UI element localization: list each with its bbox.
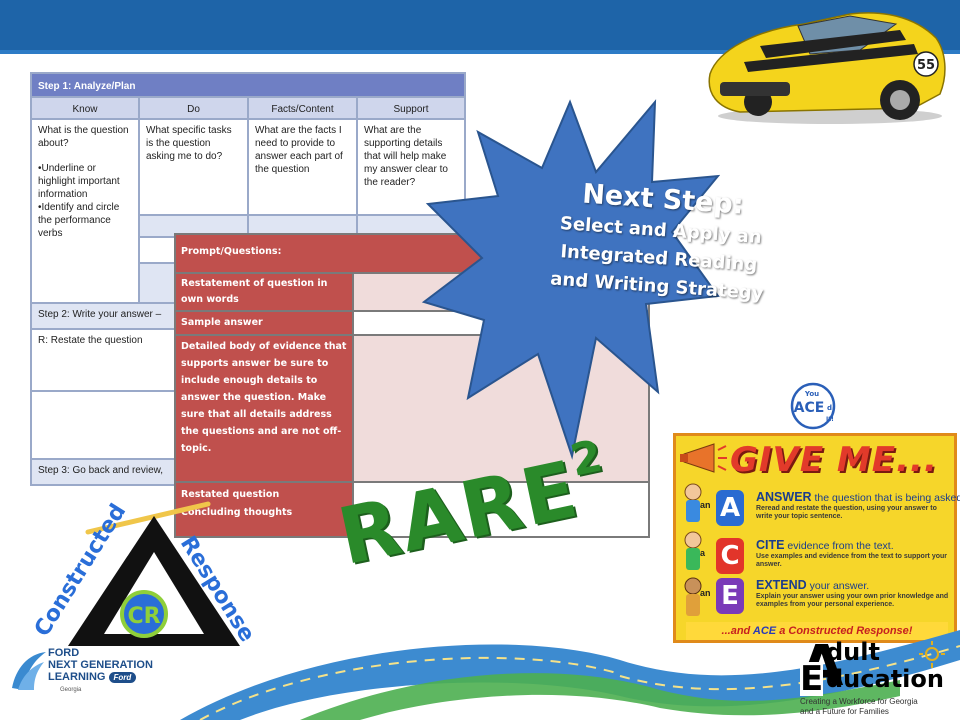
sun-icon bbox=[919, 641, 945, 668]
ae-tagline2: and a Future for Families bbox=[800, 707, 889, 716]
poster-article: a bbox=[700, 548, 706, 558]
adult-education-tagline: Creating a Workforce for Georgia and a F… bbox=[800, 697, 950, 717]
ae-tagline1: Creating a Workforce for Georgia bbox=[800, 697, 918, 706]
cr-badge: CR bbox=[127, 604, 160, 629]
ae-big-e: E bbox=[800, 659, 824, 699]
poster-head: ANSWER the question that is being asked. bbox=[756, 490, 960, 504]
know-bullet-1: •Underline or highlight important inform… bbox=[38, 163, 120, 200]
sticker-d: d bbox=[827, 404, 832, 412]
col-support: Support bbox=[357, 97, 465, 119]
do-cell: What specific tasks is the question aski… bbox=[139, 119, 248, 215]
sample-label: Sample answer bbox=[175, 311, 353, 335]
facts-cell: What are the facts I need to provide to … bbox=[248, 119, 357, 215]
ford-ngl-mark bbox=[12, 652, 46, 690]
poster-letter-e: E bbox=[716, 578, 744, 614]
poster-desc: Use examples and evidence from the text … bbox=[756, 553, 947, 568]
ford-state: Georgia bbox=[60, 687, 82, 693]
kids-illustration bbox=[684, 483, 702, 616]
road-swoosh bbox=[180, 630, 960, 720]
conclusion-label: Restated question Concluding thoughts bbox=[175, 482, 353, 537]
evidence-label: Detailed body of evidence that supports … bbox=[175, 335, 353, 482]
ford-line1: FORD bbox=[48, 647, 80, 659]
constructed-response-logo: CR Constructed Response bbox=[30, 500, 259, 646]
ace-sticker: You ACE d It! bbox=[790, 382, 836, 430]
ae-word2-rest: ducation bbox=[826, 665, 944, 693]
col-do: Do bbox=[139, 97, 248, 119]
adult-education-logo: A dult E ducation bbox=[800, 638, 950, 699]
col-facts: Facts/Content bbox=[248, 97, 357, 119]
ford-line3: LEARNING Ford bbox=[48, 671, 188, 683]
starburst-shape bbox=[421, 99, 720, 460]
concluding-thoughts-text: Concluding thoughts bbox=[181, 507, 293, 518]
poster-article: an bbox=[700, 588, 711, 598]
conclusion-answer bbox=[353, 482, 649, 537]
header-rule bbox=[0, 50, 960, 54]
sticker-ace: ACE bbox=[794, 400, 825, 416]
ford-line2: NEXT GENERATION bbox=[48, 659, 153, 671]
ford-oval-badge: Ford bbox=[108, 672, 137, 683]
step1-title: Step 1: Analyze/Plan bbox=[31, 73, 465, 97]
know-question: What is the question about? bbox=[38, 125, 129, 149]
restatement-label: Restatement of question in own words bbox=[175, 273, 353, 311]
poster-desc: Reread and restate the question, using y… bbox=[756, 505, 937, 520]
ford-ngl-wordmark: FORD NEXT GENERATION LEARNING Ford bbox=[48, 647, 188, 683]
next-step-callout: Next Step: Select and Apply an Integrate… bbox=[536, 175, 784, 309]
sticker-you: You bbox=[804, 390, 819, 398]
poster-article: an bbox=[700, 500, 711, 510]
know-bullet-2: •Identify and circle the performance ver… bbox=[38, 202, 120, 239]
sticker-it: It! bbox=[826, 416, 834, 423]
poster-desc: Explain your answer using your own prior… bbox=[756, 593, 949, 608]
next-step-body: Select and Apply an Integrated Reading a… bbox=[549, 213, 765, 305]
ae-word1-rest: dult bbox=[826, 638, 880, 666]
ace-poster: GIVE ME... an A ANSWER the question that… bbox=[673, 433, 960, 643]
support-cell: What are the supporting details that wil… bbox=[357, 119, 465, 215]
poster-head: EXTEND your answer. bbox=[756, 578, 870, 592]
megaphone-icon bbox=[680, 443, 727, 473]
blank-cell bbox=[139, 263, 175, 303]
car-number: 55 bbox=[917, 58, 935, 73]
poster-letter-c: C bbox=[716, 538, 744, 574]
restated-question-text: Restated question bbox=[181, 489, 280, 500]
poster-head: CITE evidence from the text. bbox=[756, 538, 894, 552]
col-know: Know bbox=[31, 97, 139, 119]
poster-letter-a: A bbox=[716, 490, 744, 526]
poster-footer: ...and ACE a Constructed Response! bbox=[686, 622, 948, 640]
blank-cell bbox=[139, 237, 175, 263]
poster-heading: GIVE ME... bbox=[730, 440, 938, 480]
race-car-image: 55 bbox=[708, 12, 946, 124]
know-cell: What is the question about? •Underline o… bbox=[31, 119, 139, 303]
